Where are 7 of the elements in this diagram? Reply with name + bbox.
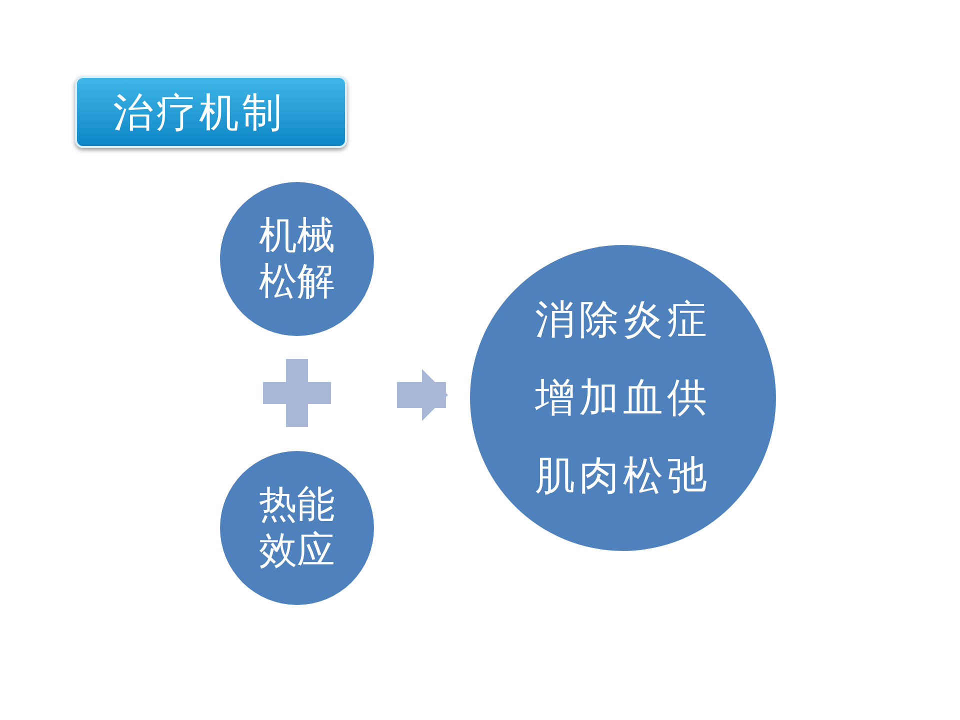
title-banner: 治疗机制 xyxy=(75,76,347,148)
circle-text: 肌肉松弛 xyxy=(534,452,712,500)
circle-text: 消除炎症 xyxy=(534,296,712,344)
plus-sign xyxy=(263,359,331,427)
circle-text: 热能效应 xyxy=(258,482,336,574)
circle-text: 增加血供 xyxy=(534,374,712,422)
circle-text: 机械松解 xyxy=(258,213,336,305)
